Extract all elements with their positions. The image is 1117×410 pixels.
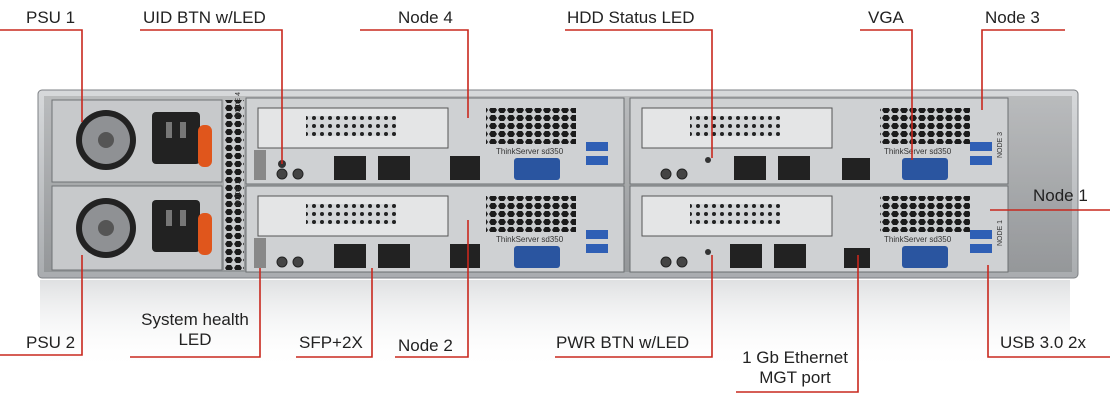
node3-vga-port[interactable] <box>902 158 948 180</box>
leader-hdd <box>565 29 713 158</box>
callout-leaders <box>0 29 1110 393</box>
node3-hdd-status-led <box>705 157 711 163</box>
node2-usb-port-2[interactable] <box>586 244 608 253</box>
node4-power-button[interactable] <box>292 168 304 180</box>
label-node4: Node 4 <box>398 8 453 27</box>
node2-sfp-port-1[interactable] <box>334 244 366 268</box>
node3-uid-button[interactable] <box>660 168 672 180</box>
leader-node4 <box>360 29 469 118</box>
node1-side-label: NODE 1 <box>997 220 1004 246</box>
node4-sfp-port-2[interactable] <box>378 156 410 180</box>
node1-tray: ThinkServer sd350 NODE 1 <box>629 185 1009 273</box>
node3-ethernet-mgt-port[interactable] <box>842 158 870 180</box>
node2-uid-button[interactable] <box>276 256 288 268</box>
leader-usb <box>987 265 1110 358</box>
node2-usb-port-1[interactable] <box>586 230 608 239</box>
node4-model-label: ThinkServer sd350 <box>496 147 564 156</box>
psu2-power-socket <box>152 200 200 252</box>
label-node2: Node 2 <box>398 336 453 355</box>
label-sfp: SFP+2X <box>299 333 363 352</box>
node2-power-button[interactable] <box>292 256 304 268</box>
leader-psu1 <box>0 29 83 122</box>
node1-uid-button[interactable] <box>660 256 672 268</box>
node2-sfp-port-2[interactable] <box>378 244 410 268</box>
label-psu1: PSU 1 <box>26 8 76 27</box>
label-uid-button: UID BTN w/LED <box>143 8 266 27</box>
label-vga: VGA <box>868 8 904 27</box>
label-ethernet: 1 Gb Ethernet MGT port <box>732 348 858 388</box>
leader-node2 <box>395 220 469 358</box>
node2-model-label: ThinkServer sd350 <box>496 235 564 244</box>
psu-bay <box>51 99 244 271</box>
node3-model-label: ThinkServer sd350 <box>884 147 952 156</box>
node1-sfp-port-1[interactable] <box>730 244 762 268</box>
node3-usb-port-1[interactable] <box>970 142 992 151</box>
label-node3: Node 3 <box>985 8 1040 27</box>
label-psu2: PSU 2 <box>26 333 76 352</box>
node1-sfp-port-2[interactable] <box>774 244 806 268</box>
node4-ethernet-mgt-port[interactable] <box>450 156 480 180</box>
leader-sfp <box>296 268 373 358</box>
node1-ethernet-mgt-port[interactable] <box>844 248 870 268</box>
node1-hdd-status-led <box>705 249 711 255</box>
node2-side-label: NODE 2 <box>235 180 242 206</box>
leader-system-health <box>130 268 261 358</box>
label-usb: USB 3.0 2x <box>1000 333 1086 352</box>
node2-tray: ThinkServer sd350 NODE 2 <box>235 180 625 273</box>
node2-ethernet-mgt-port[interactable] <box>450 244 480 268</box>
node3-power-button[interactable] <box>676 168 688 180</box>
floor-reflection <box>40 280 1070 370</box>
node1-usb-port-1[interactable] <box>970 230 992 239</box>
node1-usb-port-2[interactable] <box>970 244 992 253</box>
node4-usb-port-1[interactable] <box>586 142 608 151</box>
node3-usb-port-2[interactable] <box>970 156 992 165</box>
label-ethernet-line2: MGT port <box>759 368 831 387</box>
node4-tray: ThinkServer sd350 NODE 4 <box>235 92 625 185</box>
node3-side-label: NODE 3 <box>997 132 1004 158</box>
leader-ethernet <box>736 255 859 393</box>
psu1-handle[interactable] <box>198 125 212 167</box>
leader-node3 <box>981 29 1065 110</box>
leader-psu2 <box>0 255 83 356</box>
psu2-handle[interactable] <box>198 213 212 255</box>
label-pwr-button: PWR BTN w/LED <box>556 333 690 352</box>
node4-side-label: NODE 4 <box>235 92 242 118</box>
node4-sfp-port-1[interactable] <box>334 156 366 180</box>
psu1-power-socket <box>152 112 200 164</box>
node4-usb-port-2[interactable] <box>586 156 608 165</box>
label-system-health-line1: System health <box>141 310 249 329</box>
node2-vga-port[interactable] <box>514 246 560 268</box>
node4-vga-port[interactable] <box>514 158 560 180</box>
label-hdd-status-led: HDD Status LED <box>567 8 695 27</box>
leader-vga <box>860 29 913 160</box>
node1-power-button[interactable] <box>676 256 688 268</box>
label-system-health-line2: LED <box>178 330 212 349</box>
node1-model-label: ThinkServer sd350 <box>884 235 952 244</box>
node1-vga-port[interactable] <box>902 246 948 268</box>
label-system-health: System health LED <box>132 310 258 350</box>
leader-pwr <box>555 255 713 358</box>
label-ethernet-line1: 1 Gb Ethernet <box>742 348 848 367</box>
leader-uid <box>140 29 283 164</box>
label-node1: Node 1 <box>1033 186 1088 205</box>
node3-sfp-port-2[interactable] <box>778 156 810 180</box>
node3-tray: ThinkServer sd350 NODE 3 <box>629 97 1009 185</box>
node3-sfp-port-1[interactable] <box>734 156 766 180</box>
node4-uid-button[interactable] <box>276 168 288 180</box>
